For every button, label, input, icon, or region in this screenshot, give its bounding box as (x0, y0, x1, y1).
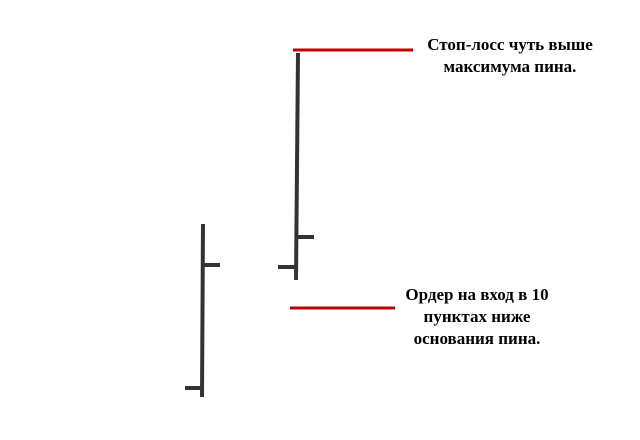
ohlc-bar-pin (278, 52, 314, 281)
bar-range (294, 52, 300, 281)
stop-loss-annotation: Стоп-лосс чуть выше максимума пина. (410, 34, 610, 78)
bar-range (200, 223, 205, 398)
annotation-line: максимума пина. (443, 57, 577, 76)
ohlc-bar-previous (185, 223, 220, 398)
annotation-line: основания пина. (413, 329, 541, 348)
annotation-line: Стоп-лосс чуть выше (427, 35, 593, 54)
annotation-line: пунктах ниже (423, 307, 531, 326)
entry-order-annotation: Ордер на вход в 10 пунктах ниже основани… (387, 284, 567, 350)
annotation-line: Ордер на вход в 10 (405, 285, 549, 304)
